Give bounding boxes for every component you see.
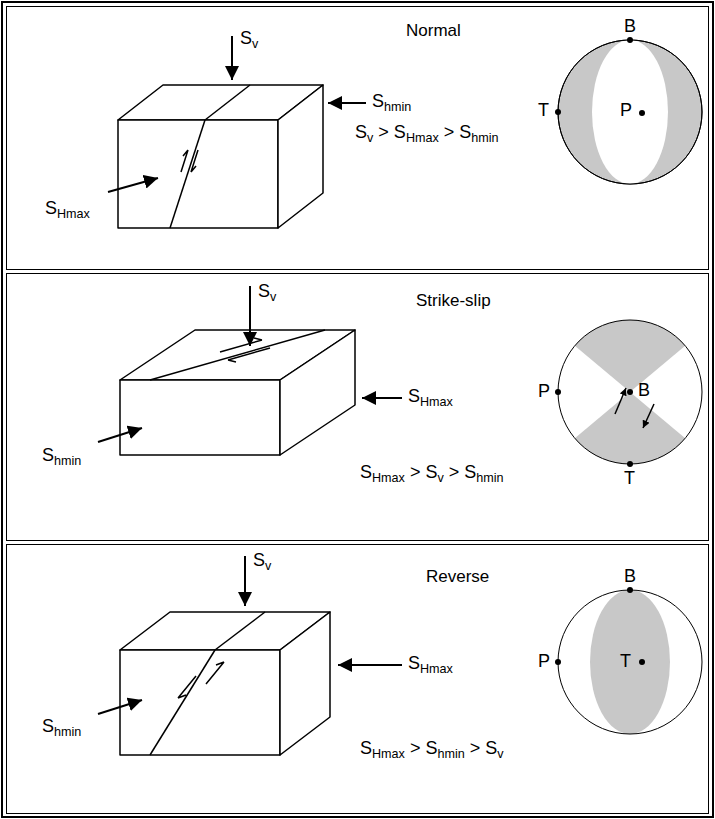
panel-title: Strike-slip bbox=[416, 291, 491, 311]
panel-title: Reverse bbox=[426, 567, 489, 587]
stress-regime-panel: Reverse bbox=[6, 544, 709, 814]
stress-label: P bbox=[538, 651, 550, 673]
stress-label: B bbox=[638, 380, 650, 402]
stress-label: SHmax > Sv > Shmin bbox=[360, 462, 504, 484]
stress-label: T bbox=[624, 468, 635, 490]
stress-label: Shmin bbox=[42, 716, 81, 738]
stress-label: Sv bbox=[253, 550, 271, 572]
stress-label: Shmin bbox=[42, 445, 81, 467]
stress-label: B bbox=[624, 16, 636, 38]
stress-label: SHmax bbox=[45, 198, 90, 220]
stress-label: SHmax bbox=[408, 653, 453, 675]
stress-label: SHmax bbox=[408, 386, 453, 408]
stress-label: Sv bbox=[240, 28, 258, 50]
stress-label: Sv > SHmax > Shmin bbox=[355, 122, 499, 144]
stress-label: Sv bbox=[258, 281, 276, 303]
stress-label: B bbox=[624, 566, 636, 588]
stress-label: T bbox=[620, 651, 631, 673]
panel-title: Normal bbox=[406, 21, 461, 41]
stress-label: SHmax > Shmin > Sv bbox=[360, 738, 504, 760]
stress-label: P bbox=[620, 100, 632, 122]
stress-label: T bbox=[538, 100, 549, 122]
stress-label: P bbox=[538, 381, 550, 403]
stress-label: Shmin bbox=[372, 91, 411, 113]
stress-regime-panel: Strike-slip bbox=[6, 273, 709, 541]
